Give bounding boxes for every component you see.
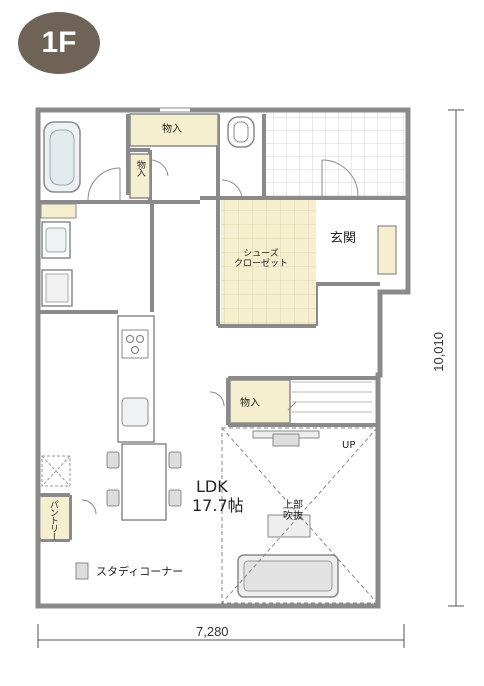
stair-up-label: UP [342, 440, 356, 451]
kitchen-sink [121, 397, 149, 427]
dimension-lines [37, 109, 464, 648]
wash-shelf [40, 203, 77, 219]
door-swings [81, 159, 359, 515]
room-label-study: スタディコーナー [96, 565, 184, 578]
pantry-fill [41, 497, 69, 539]
dining-table [121, 443, 167, 521]
entrance-tile-area [265, 112, 405, 197]
outer-walls [35, 107, 411, 609]
floor-label: 1F [41, 26, 77, 59]
dimension-height: 10,010 [431, 332, 446, 372]
coffee-table [267, 514, 311, 538]
room-label-entrance: 玄関 [330, 231, 357, 246]
room-label-pantry: パントリー [47, 500, 58, 540]
dimension-width: 7,280 [196, 624, 229, 639]
entrance-shelf [377, 225, 397, 275]
room-label-ldk: LDK [196, 477, 228, 496]
study-desk [75, 562, 89, 580]
room-label-void: 上部 吹抜 [283, 500, 303, 522]
void-outline [221, 427, 378, 604]
room-label-storage-top: 物入 [162, 124, 182, 135]
storage-top-fill [129, 113, 219, 147]
storage-small-fill [129, 153, 151, 199]
room-label-shoe-closet: シューズ クローゼット [234, 249, 289, 269]
room-label-storage-small: 物入 [134, 160, 145, 176]
room-label-ldk-size: 17.7帖 [192, 496, 244, 515]
floor-badge: 1F [18, 12, 100, 74]
room-label-storage-stair: 物入 [240, 398, 260, 409]
storage-stair-fill [229, 379, 291, 424]
